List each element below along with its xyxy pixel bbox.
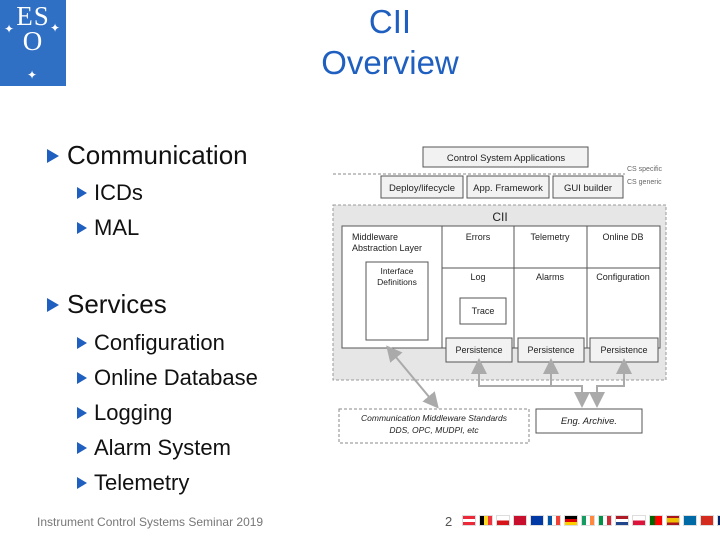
flag-icon	[479, 515, 493, 526]
telemetry-label: Telemetry	[530, 232, 570, 242]
flag-icon	[513, 515, 527, 526]
bullet-alarm-system: Alarm System	[77, 435, 231, 461]
interface-label-line2: Definitions	[377, 277, 417, 287]
online-db-label: Online DB	[602, 232, 643, 242]
flag-icon	[683, 515, 697, 526]
bullet-label: MAL	[94, 215, 140, 240]
flag-icon	[496, 515, 510, 526]
trace-box	[459, 297, 507, 325]
bullet-arrow-icon	[77, 337, 87, 349]
interface-definitions-box	[365, 261, 429, 341]
eng-archive-box	[535, 408, 643, 434]
flag-icon	[649, 515, 663, 526]
cs-specific-label: CS specific	[627, 166, 663, 173]
bullet-label: Alarm System	[94, 435, 231, 460]
flag-icon	[530, 515, 544, 526]
flag-icon	[462, 515, 476, 526]
eso-logo: ✦ ✦ ✦ ES O	[0, 0, 66, 86]
bullet-label: Online Database	[94, 365, 258, 390]
bullet-mal: MAL	[77, 215, 139, 241]
bullet-arrow-icon	[47, 148, 59, 163]
flag-icon	[615, 515, 629, 526]
bullet-icds: ICDs	[77, 180, 143, 206]
flag-icon	[547, 515, 561, 526]
persistence-label-3: Persistence	[600, 345, 647, 355]
bullet-label: Logging	[94, 400, 173, 425]
bullet-arrow-icon	[77, 187, 87, 199]
flag-icon	[700, 515, 714, 526]
flag-icon	[564, 515, 578, 526]
logo-text-line1: ES	[16, 1, 50, 31]
deploy-lifecycle-label: Deploy/lifecycle	[389, 183, 455, 194]
flag-icon	[717, 515, 720, 526]
star-icon: ✦	[27, 68, 38, 82]
bullet-communication: Communication	[47, 140, 248, 171]
bullet-online-database: Online Database	[77, 365, 258, 391]
bullet-logging: Logging	[77, 400, 172, 426]
member-state-flags	[462, 515, 720, 526]
bullet-configuration: Configuration	[77, 330, 225, 356]
bullet-arrow-icon	[47, 297, 59, 312]
interface-label-line1: Interface	[380, 266, 413, 276]
persistence-connector-1	[471, 358, 590, 408]
flag-icon	[632, 515, 646, 526]
footer-seminar-text: Instrument Control Systems Seminar 2019	[37, 515, 264, 529]
gui-builder-label: GUI builder	[564, 183, 612, 194]
flag-icon	[581, 515, 595, 526]
mal-to-standards-arrow	[386, 345, 439, 409]
bullet-arrow-icon	[77, 477, 87, 489]
app-framework-label: App. Framework	[473, 183, 543, 194]
bullet-arrow-icon	[77, 407, 87, 419]
alarms-label: Alarms	[536, 272, 565, 282]
bullet-label: ICDs	[94, 180, 143, 205]
bullet-label: Services	[67, 289, 167, 319]
bullet-label: Telemetry	[94, 470, 190, 495]
control-system-applications-label: Control System Applications	[447, 153, 566, 164]
bullet-label: Configuration	[94, 330, 225, 355]
star-icon: ✦	[4, 22, 15, 36]
trace-label: Trace	[472, 306, 495, 316]
flag-icon	[666, 515, 680, 526]
configuration-label: Configuration	[596, 272, 650, 282]
eng-archive-label: Eng. Archive.	[561, 416, 617, 427]
persistence-connector-3	[589, 358, 632, 408]
deploy-lifecycle-box	[380, 175, 464, 199]
control-system-applications-box	[422, 146, 589, 168]
bullet-arrow-icon	[77, 222, 87, 234]
gui-builder-box	[552, 175, 624, 199]
communication-standards-box	[338, 408, 530, 444]
star-icon: ✦	[50, 21, 61, 35]
slide-title-line1: CII	[368, 3, 412, 40]
bullet-telemetry: Telemetry	[77, 470, 189, 496]
services-grid	[441, 225, 661, 349]
persistence-label-2: Persistence	[527, 345, 574, 355]
slide-title-line2: Overview	[321, 44, 459, 81]
comm-standards-line2: DDS, OPC, MUDPI, etc	[389, 425, 479, 435]
flag-icon	[598, 515, 612, 526]
middleware-label-line2: Abstraction Layer	[352, 243, 422, 253]
errors-label: Errors	[466, 232, 491, 242]
bullet-arrow-icon	[77, 372, 87, 384]
persistence-label-1: Persistence	[455, 345, 502, 355]
logo-text: ES O	[0, 1, 66, 56]
middleware-label-line1: Middleware	[352, 232, 398, 242]
comm-standards-line1: Communication Middleware Standards	[361, 413, 508, 423]
logo-text-line2: O	[22, 26, 44, 56]
bullet-arrow-icon	[77, 442, 87, 454]
bullet-label: Communication	[67, 140, 248, 170]
cii-label: CII	[492, 210, 507, 224]
page-number: 2	[445, 514, 453, 529]
log-label: Log	[470, 272, 485, 282]
bullet-services: Services	[47, 289, 167, 320]
cs-generic-label: CS generic	[627, 179, 662, 186]
app-framework-box	[466, 175, 550, 199]
